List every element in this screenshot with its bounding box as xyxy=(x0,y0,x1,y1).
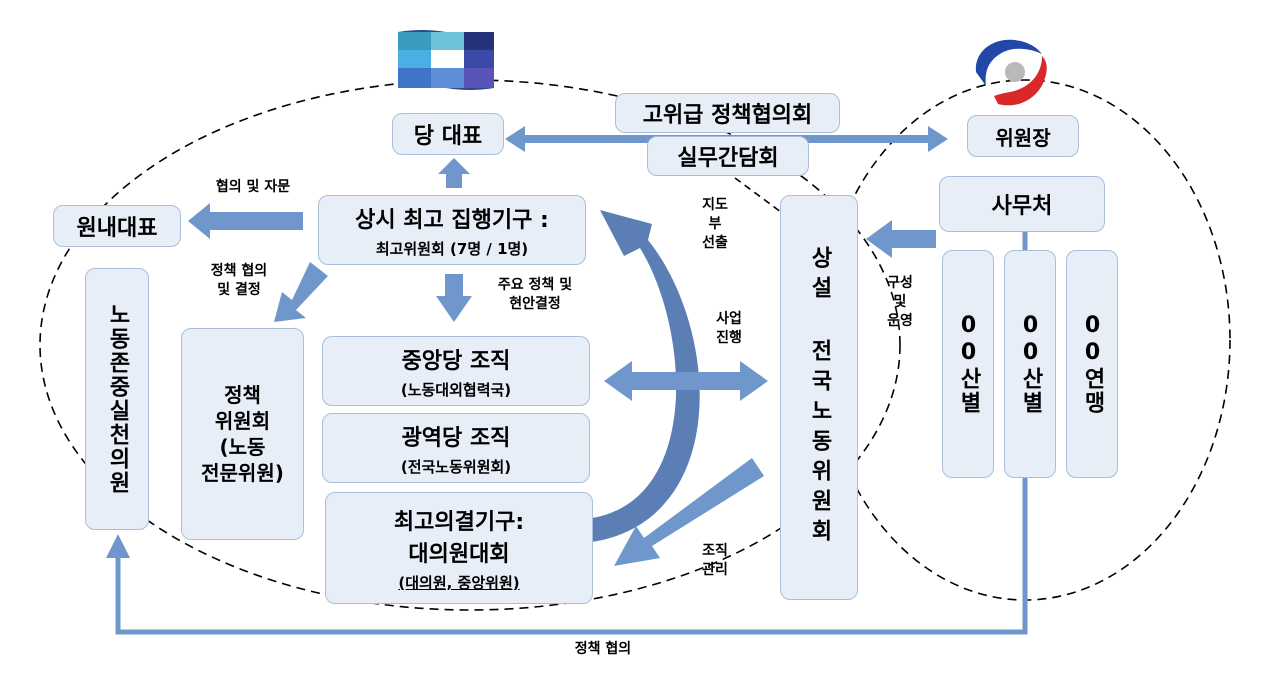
industry-union-1-box: 00산별 xyxy=(942,250,994,478)
high-level-council-box: 고위급 정책협의회 xyxy=(615,93,840,133)
industry-union-2-label: 00산별 xyxy=(1018,313,1043,415)
supreme-exec-title: 상시 최고 집행기구 : xyxy=(355,207,549,233)
project-line2: 진행 xyxy=(716,329,742,346)
supreme-decision-line1: 최고의결기구: xyxy=(393,509,525,535)
arrow-secretariat-to-national xyxy=(866,220,936,258)
regional-party-title: 광역당 조직 xyxy=(401,425,511,451)
central-party-title: 중앙당 조직 xyxy=(401,348,511,374)
party-boundary-ellipse xyxy=(39,79,901,611)
org-manage-line2: 관리 xyxy=(702,561,728,578)
central-national-arrow xyxy=(604,361,768,401)
floor-leader-label: 원내대표 xyxy=(76,216,158,241)
policy-consult-bottom-text: 정책 협의 xyxy=(574,641,632,657)
working-talks-connector xyxy=(734,177,786,216)
industry-union-1-label: 00산별 xyxy=(956,313,981,415)
national-labor-label: 상설 전국노동위원회 xyxy=(807,246,832,549)
party-flag-icon xyxy=(398,30,494,90)
compose-line3: 운영 xyxy=(887,312,913,329)
secretariat-label: 사무처 xyxy=(991,194,1053,219)
supreme-decision-box: 최고의결기구: 대의원대회 (대의원, 중앙위원) xyxy=(325,492,593,604)
consult-advise-label: 협의 및 자문 xyxy=(198,178,308,197)
party-leader-box: 당 대표 xyxy=(392,113,504,155)
central-party-box: 중앙당 조직 (노동대외협력국) xyxy=(322,336,590,406)
federation-label: 00연맹 xyxy=(1080,313,1105,415)
supreme-exec-sub: 최고위원회 (7명 / 1명) xyxy=(375,239,529,258)
national-labor-box: 상설 전국노동위원회 xyxy=(780,195,858,600)
high-level-council-label: 고위급 정책협의회 xyxy=(642,103,813,128)
compose-line2: 및 xyxy=(893,293,907,310)
policy-consult-decide-line1: 정책 협의 xyxy=(210,263,268,279)
guidance-line2: 부 xyxy=(708,215,722,232)
industry-union-2-box: 00산별 xyxy=(1004,250,1056,478)
guidance-line3: 선출 xyxy=(702,234,728,251)
compose-label: 구성 및 운영 xyxy=(873,274,927,331)
policy-consult-decide-line2: 및 결정 xyxy=(217,281,261,298)
supreme-decision-sub: (대의원, 중앙위원) xyxy=(398,573,520,592)
chairman-box: 위원장 xyxy=(967,115,1079,157)
regional-party-sub: (전국노동위원회) xyxy=(400,457,512,476)
labor-respect-box: 노동존중실천의원 xyxy=(85,268,149,530)
org-manage-line1: 조직 xyxy=(702,543,728,559)
central-party-sub: (노동대외협력국) xyxy=(400,380,512,399)
major-policy-line2: 현안결정 xyxy=(509,295,561,312)
chairman-label: 위원장 xyxy=(995,125,1051,150)
working-talks-label: 실무간담회 xyxy=(677,146,779,171)
policy-committee-line2: 위원회 xyxy=(214,409,271,433)
labor-respect-label: 노동존중실천의원 xyxy=(105,303,130,495)
org-manage-label: 조직 관리 xyxy=(688,542,742,580)
down-arrow-to-central xyxy=(436,274,472,322)
policy-consult-decide-label: 정책 협의 및 결정 xyxy=(196,262,282,300)
secretariat-box: 사무처 xyxy=(939,176,1105,232)
working-talks-box: 실무간담회 xyxy=(647,136,809,176)
supreme-decision-line2: 대의원대회 xyxy=(408,541,510,567)
policy-consult-bottom-label: 정책 협의 xyxy=(548,640,658,659)
major-policy-label: 주요 정책 및 현안결정 xyxy=(474,276,596,314)
arrow-national-to-decision xyxy=(614,458,764,566)
guidance-label: 지도 부 선출 xyxy=(688,196,742,253)
curve-arrow-decision-to-exec xyxy=(592,210,700,542)
policy-committee-box: 정책 위원회 (노동 전문위원) xyxy=(181,328,304,540)
consult-advise-text: 협의 및 자문 xyxy=(215,179,291,195)
compose-line1: 구성 xyxy=(887,275,913,291)
project-label: 사업 진행 xyxy=(702,310,756,348)
major-policy-line1: 주요 정책 및 xyxy=(497,277,573,293)
policy-committee-line4: 전문위원) xyxy=(201,461,284,485)
policy-committee-line3: (노동 xyxy=(219,435,266,459)
policy-committee-line1: 정책 xyxy=(224,383,261,407)
party-leader-label: 당 대표 xyxy=(413,124,483,149)
policy-consult-bottom-line xyxy=(115,232,1028,635)
up-arrow-to-leader xyxy=(438,158,470,188)
project-line1: 사업 xyxy=(716,311,742,327)
regional-party-box: 광역당 조직 (전국노동위원회) xyxy=(322,413,590,483)
union-logo-icon xyxy=(975,39,1047,106)
bottom-arrow-head xyxy=(106,534,130,558)
supreme-exec-box: 상시 최고 집행기구 : 최고위원회 (7명 / 1명) xyxy=(318,195,586,265)
floor-leader-box: 원내대표 xyxy=(53,205,181,247)
guidance-line1: 지도 xyxy=(702,197,728,213)
left-arrow-to-floor-leader xyxy=(188,203,303,239)
arrow-to-policy-committee xyxy=(274,262,328,322)
federation-box: 00연맹 xyxy=(1066,250,1118,478)
